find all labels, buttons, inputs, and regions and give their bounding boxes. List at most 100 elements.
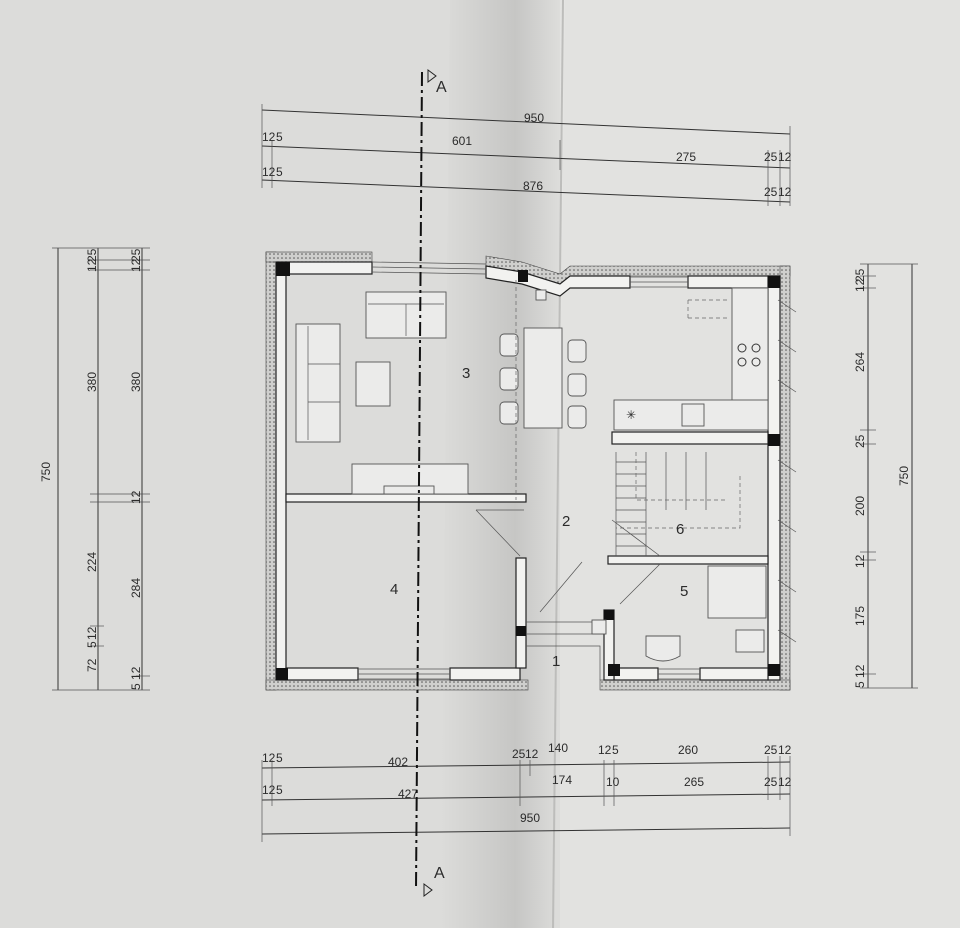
dim-bot-140: 140 [548,741,568,755]
light-symbol: ✳ [626,408,636,422]
dim-bot-12a: 12 [262,751,276,765]
chair-5 [567,373,587,397]
column-se [768,664,780,676]
windows [358,261,797,680]
dim-top-12d: 12 [778,185,792,199]
insulation-south-left [265,679,529,691]
dim-left-in-25: 25 [129,248,143,262]
room-labels: 3 2 6 5 4 1 [390,365,688,670]
dim-bot-12b: 12 [525,747,539,761]
column-ne [768,276,780,288]
dim-right-750: 750 [897,466,911,486]
right-dimension-chains: 25 12 264 25 200 12 175 12 5 750 [853,263,918,689]
dim-top-25b: 25 [764,185,778,199]
wall-south-4 [699,667,769,681]
dim-left-mid-12: 12 [85,258,99,272]
wall-kitchen-south [611,431,769,445]
dim-right-12b: 12 [853,554,867,568]
wall-north-1 [285,261,373,275]
dim-right-264: 264 [853,352,867,372]
dim-right-5: 5 [853,681,867,688]
dim-bot-10: 10 [606,775,620,789]
tv-unit [383,485,435,495]
room-label-5: 5 [680,583,688,600]
dim-left-in-284: 284 [129,578,143,598]
section-mark-top: A [436,79,447,96]
section-mark-bottom: A [434,865,445,882]
dim-left-mid-12b: 12 [85,626,99,640]
dim-top-5b: 5 [276,165,283,179]
dim-bot-5a: 5 [276,751,283,765]
dim-top-275: 275 [676,150,696,164]
dim-bot-12f: 12 [778,775,792,789]
dim-right-12: 12 [853,278,867,292]
dim-bot-427: 427 [398,787,418,801]
section-arrow-top [427,69,437,83]
dim-top-12a: 12 [262,130,276,144]
column-se-inner [608,664,620,676]
dim-left-mid-224: 224 [85,552,99,572]
dim-bot-12c: 12 [598,743,612,757]
dim-left-mid-72: 72 [85,658,99,672]
dim-bot-950: 950 [520,811,540,825]
bathroom-furniture [619,563,767,662]
chair-6 [567,405,587,429]
dim-right-200: 200 [853,496,867,516]
building-walls [265,251,797,691]
dim-left-mid-25: 25 [85,248,99,262]
dim-bot-25b: 25 [764,743,778,757]
dim-bot-265: 265 [684,775,704,789]
wall-room4-east [515,557,527,669]
dim-top-12b: 12 [778,150,792,164]
living-room-furniture [295,280,587,500]
dim-bot-25a: 25 [512,747,526,761]
dim-left-750: 750 [39,462,53,482]
dim-bot-25c: 25 [764,775,778,789]
bottom-dimension-chains: 12 5 402 25 12 140 12 5 260 25 12 12 5 4… [261,741,792,842]
meter-box [591,619,607,635]
dim-right-12c: 12 [853,664,867,678]
top-dimension-chains: 950 12 5 601 275 25 12 12 5 876 25 12 [261,104,792,206]
dim-left-in-12b: 12 [129,490,143,504]
washbasin [645,635,681,662]
wall-south-1 [285,667,359,681]
dim-bot-5b: 5 [612,743,619,757]
dining-table [523,327,563,429]
dim-bot-402: 402 [388,755,408,769]
wall-south-2 [449,667,521,681]
column-wc [604,610,614,620]
chair-4 [567,339,587,363]
fold-shadow [440,0,565,928]
dim-left-in-380: 380 [129,372,143,392]
dim-right-25b: 25 [853,434,867,448]
sofa-left [295,323,341,443]
dim-top-950: 950 [524,111,544,125]
dim-bot-174: 174 [552,773,572,787]
dim-right-25: 25 [853,268,867,282]
dim-top-25a: 25 [764,150,778,164]
dim-right-175: 175 [853,606,867,626]
wall-stair-south [607,555,769,565]
column-north-mid [518,270,528,282]
column-sw [276,668,288,680]
cooktop [737,343,761,367]
wall-north-3 [687,275,781,289]
column-south-mid [516,626,526,636]
dim-top-876: 876 [523,179,543,193]
dim-left-in-12c: 12 [129,666,143,680]
column-east-mid [768,434,780,446]
dim-bot-5c: 5 [276,783,283,797]
coffee-table [355,361,391,407]
dim-top-12c: 12 [262,165,276,179]
room-label-6: 6 [676,521,684,538]
shower [707,565,767,619]
left-dimension-chains: 750 25 12 380 224 12 5 72 25 12 380 12 2… [39,247,150,691]
chair-1 [499,333,519,357]
wall-south-3 [613,667,659,681]
section-arrow-bottom [423,883,433,897]
chair-3 [499,401,519,425]
column-nw [276,262,290,276]
page-fold [552,0,564,928]
dim-left-mid-380: 380 [85,372,99,392]
